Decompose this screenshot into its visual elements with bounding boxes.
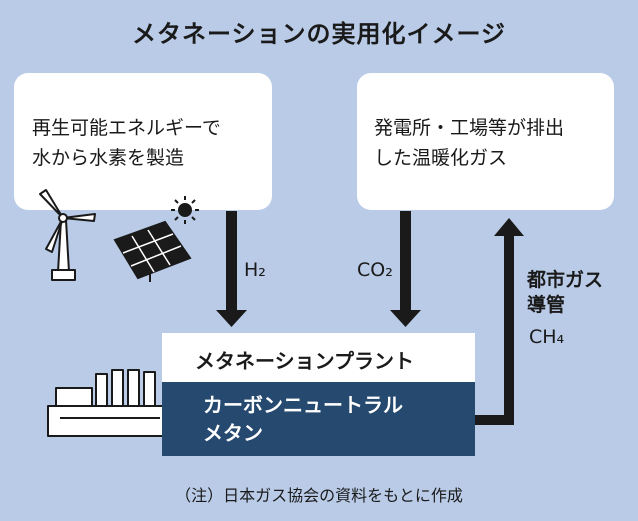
h2-label: H₂ xyxy=(244,259,266,281)
carbon-neutral-methane-line1: カーボンニュートラル xyxy=(203,393,403,417)
hydrogen-source-text-line1: 再生可能エネルギーで xyxy=(32,117,221,139)
co2-source-text-line1: 発電所・工場等が排出 xyxy=(374,117,565,139)
factory-icon xyxy=(47,369,169,437)
hydrogen-source-text-line2: 水から水素を製造 xyxy=(32,147,185,169)
ch4-label: CH₄ xyxy=(529,326,565,348)
co2-arrow xyxy=(390,211,421,327)
carbon-neutral-methane-line2: メタン xyxy=(203,421,263,445)
wind-turbine-icon xyxy=(39,189,96,281)
carbon-neutral-methane-band xyxy=(162,382,475,456)
solar-panel-icon xyxy=(113,220,192,282)
carbon-neutral-methane-label: カーボンニュートラル メタン xyxy=(203,391,403,447)
co2-source-box xyxy=(357,73,614,210)
h2-arrow xyxy=(216,211,247,327)
ch4-arrow xyxy=(475,218,524,425)
co2-label: CO₂ xyxy=(357,259,393,281)
methanation-plant-box xyxy=(162,333,475,382)
hydrogen-source-box xyxy=(14,73,272,210)
methanation-plant-label: メタネーションプラント xyxy=(195,349,414,373)
source-note: （注）日本ガス協会の資料をもとに作成 xyxy=(175,486,463,505)
diagram-title: メタネーションの実用化イメージ xyxy=(131,20,507,48)
pipeline-label-line2: 導管 xyxy=(527,294,566,316)
sun-icon xyxy=(171,196,199,224)
pipeline-label-line1: 都市ガス xyxy=(527,269,604,291)
co2-source-text-line2: した温暖化ガス xyxy=(374,147,508,169)
